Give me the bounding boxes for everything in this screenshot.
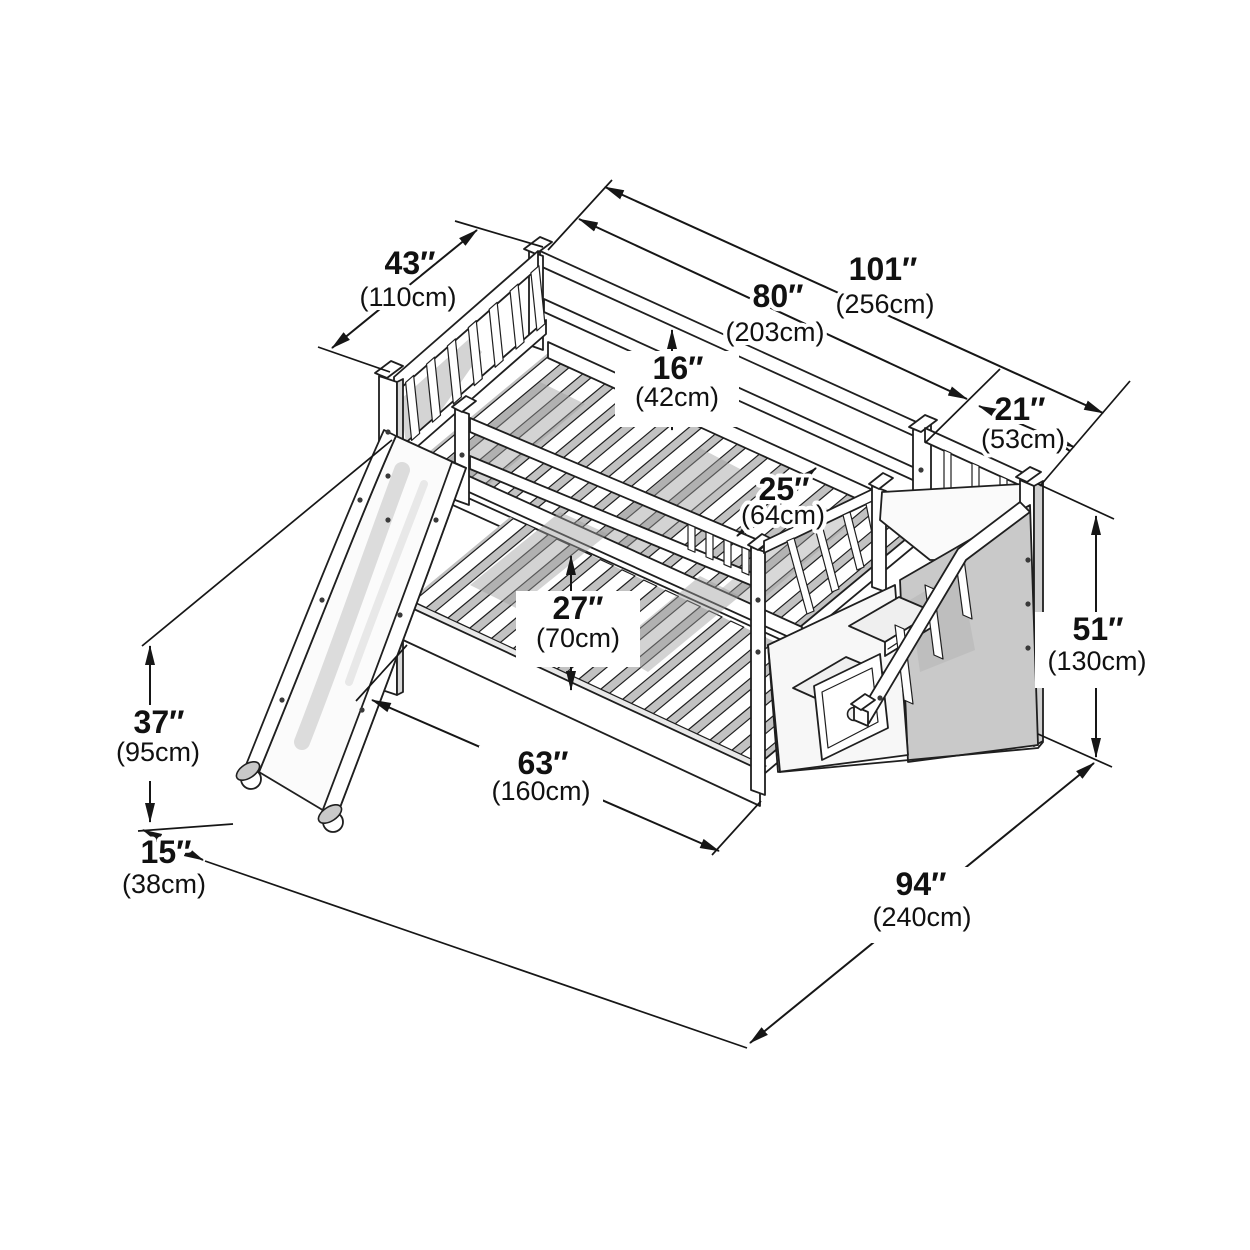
dimension-cm-overall-length: (256cm) xyxy=(835,289,934,319)
dimension-cm-overall-height: (130cm) xyxy=(1047,646,1146,676)
dimension-cm-bed-inner-width: (64cm) xyxy=(741,500,825,530)
dimension-cm-staircase-depth: (53cm) xyxy=(981,424,1065,454)
dimension-cm-overall-depth: (240cm) xyxy=(872,902,971,932)
dimension-inches-guardrail-height: 16″ xyxy=(653,350,704,386)
dimension-lines xyxy=(137,179,1131,1049)
dimension-cm-bed-length: (203cm) xyxy=(725,317,824,347)
label-halo-overall-height xyxy=(1035,612,1159,688)
dimension-inches-staircase-depth: 21″ xyxy=(995,391,1046,427)
dimension-inches-lower-bed-length: 63″ xyxy=(518,745,569,781)
dimension-inches-overall-height: 51″ xyxy=(1073,611,1124,647)
dimension-labels: 43″(110cm) 101″(256cm) 80″(203cm) 16″(42cm)… xyxy=(96,241,1159,943)
dimension-inches-bed-inner-width: 25″ xyxy=(759,471,810,507)
dimension-inches-platform-height: 37″ xyxy=(134,704,185,740)
label-halo-guardrail-height xyxy=(615,351,739,427)
dimension-cm-bunk-clearance: (70cm) xyxy=(536,623,620,653)
label-halo-overall-depth xyxy=(860,867,984,943)
dimension-inches-overall-length: 101″ xyxy=(849,251,918,287)
label-halo-lower-bed-length xyxy=(479,746,603,822)
dimension-cm-headboard-width: (110cm) xyxy=(359,282,456,312)
dimension-inches-bunk-clearance: 27″ xyxy=(553,590,604,626)
dimension-cm-platform-height: (95cm) xyxy=(116,737,200,767)
label-halo-bunk-clearance xyxy=(516,591,640,667)
dimension-cm-lower-bed-length: (160cm) xyxy=(491,776,590,806)
label-halo-platform-height xyxy=(96,705,220,781)
dimension-cm-slide-footprint: (38cm) xyxy=(122,869,206,899)
bed-line-art xyxy=(235,236,1044,833)
dimension-inches-bed-length: 80″ xyxy=(753,278,804,314)
dimension-inches-headboard-width: 43″ xyxy=(385,245,436,281)
dimension-inches-overall-depth: 94″ xyxy=(896,866,947,902)
dimension-inches-slide-footprint: 15″ xyxy=(141,834,192,870)
dimension-cm-guardrail-height: (42cm) xyxy=(635,382,719,412)
